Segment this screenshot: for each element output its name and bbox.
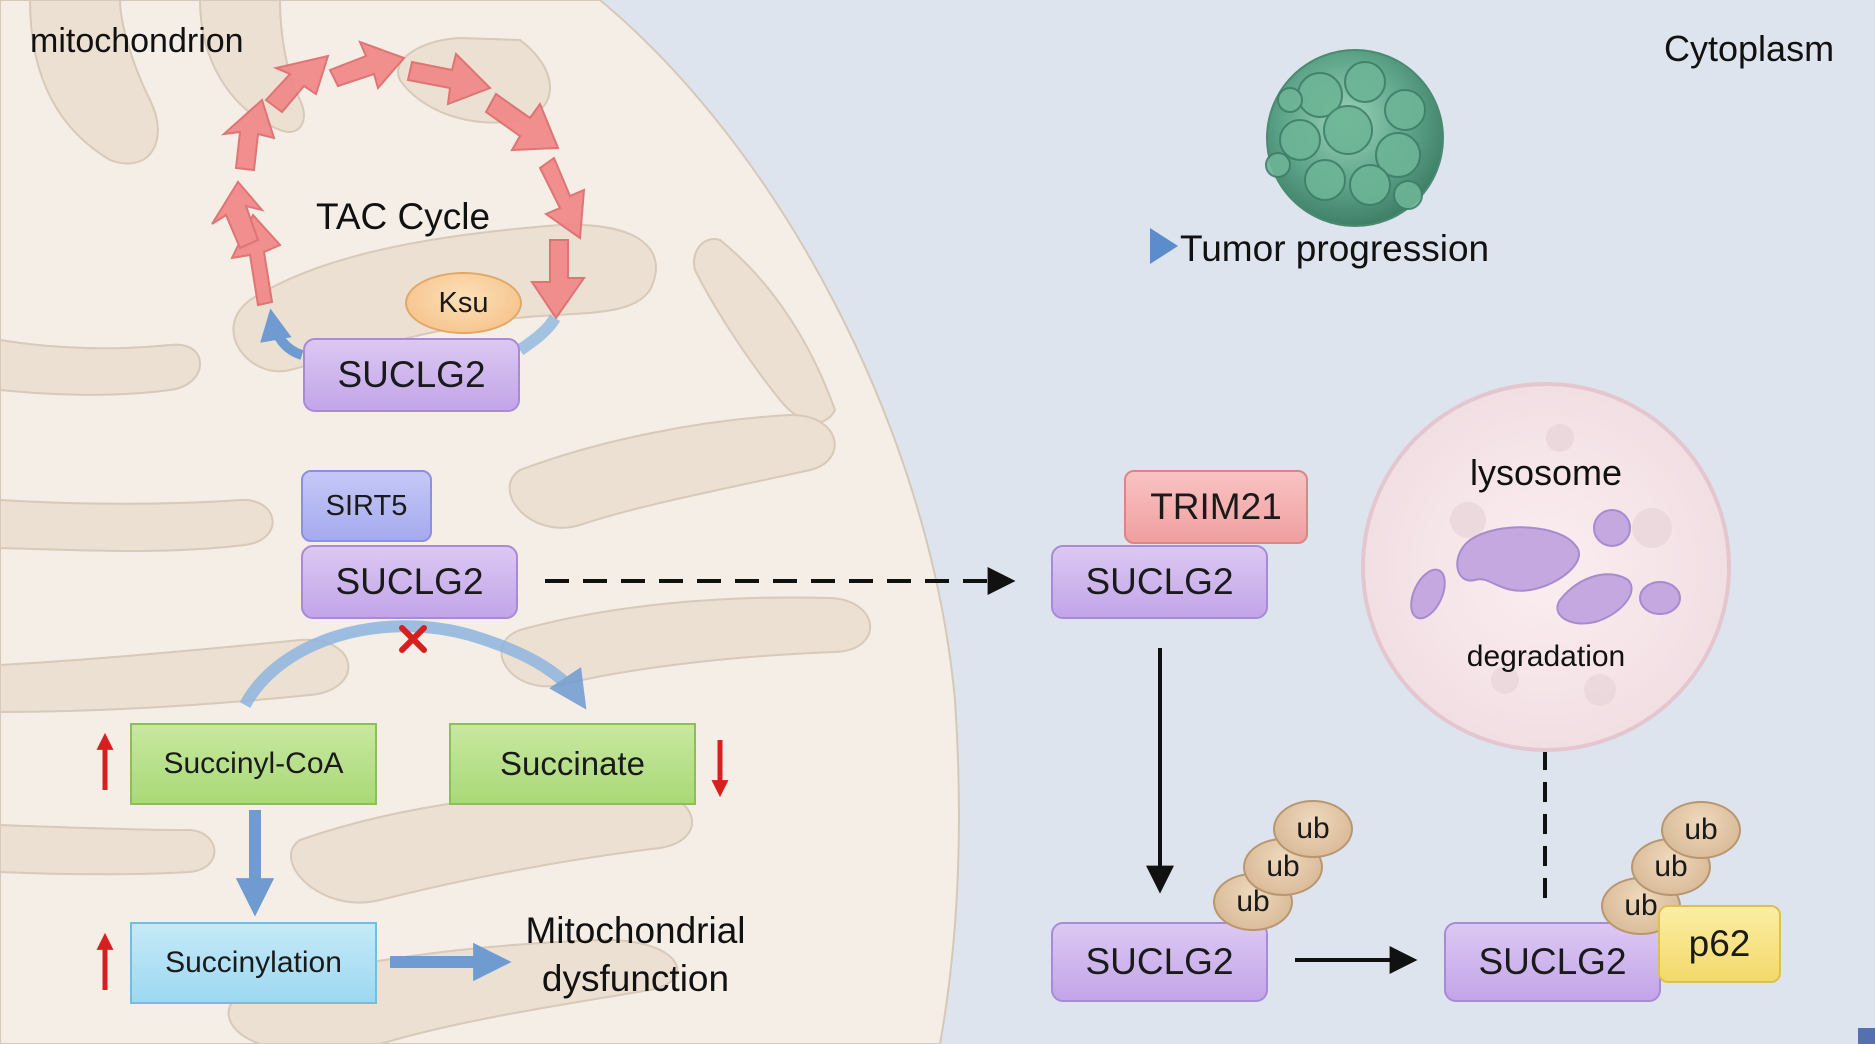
lysosome-organelle bbox=[1361, 382, 1731, 752]
suclg2-ubiquitinated: SUCLG2 bbox=[1051, 922, 1268, 1002]
tca-cycle-label: TAC Cycle bbox=[316, 196, 491, 237]
mitochondrion-label: mitochondrion bbox=[30, 22, 244, 60]
inhibition-cross-icon bbox=[399, 625, 427, 653]
suclg2-tca: SUCLG2 bbox=[303, 338, 520, 412]
succinate-box: Succinate bbox=[449, 723, 696, 805]
succinyl-coa-box: Succinyl-CoA bbox=[130, 723, 377, 805]
suclg2-sirt5: SUCLG2 bbox=[301, 545, 518, 619]
tumor-progression-label: Tumor progression bbox=[1180, 228, 1490, 269]
tumor-arrow-head bbox=[1150, 228, 1178, 264]
ubiquitin-3: ub bbox=[1273, 800, 1353, 858]
mitochondrion-compartment bbox=[0, 0, 961, 1044]
succinyl-to-succinate-arc bbox=[239, 620, 587, 710]
mitochondrial-dysfunction-line2: dysfunction bbox=[541, 958, 730, 999]
trim21-protein: TRIM21 bbox=[1124, 470, 1308, 544]
p62-protein: p62 bbox=[1658, 905, 1781, 983]
cytoplasm-label: Cytoplasm bbox=[1664, 28, 1835, 69]
suclg2-to-cycle-arrow bbox=[260, 308, 304, 360]
suclg2-p62: SUCLG2 bbox=[1444, 922, 1661, 1002]
suclg2-trim21: SUCLG2 bbox=[1051, 545, 1268, 619]
degradation-label: degradation bbox=[1466, 640, 1626, 673]
ubiquitin-6: ub bbox=[1661, 801, 1741, 859]
corner-marker bbox=[1858, 1028, 1875, 1044]
lysosome-label: lysosome bbox=[1469, 452, 1623, 493]
succinylation-box: Succinylation bbox=[130, 922, 377, 1004]
tca-cycle-arrows bbox=[211, 40, 586, 320]
ksu-modification: Ksu bbox=[405, 272, 522, 334]
tumor-cell-icon bbox=[1265, 49, 1444, 227]
mitochondrial-dysfunction-line1: Mitochondrial bbox=[525, 910, 746, 951]
sirt5-protein: SIRT5 bbox=[301, 470, 432, 542]
